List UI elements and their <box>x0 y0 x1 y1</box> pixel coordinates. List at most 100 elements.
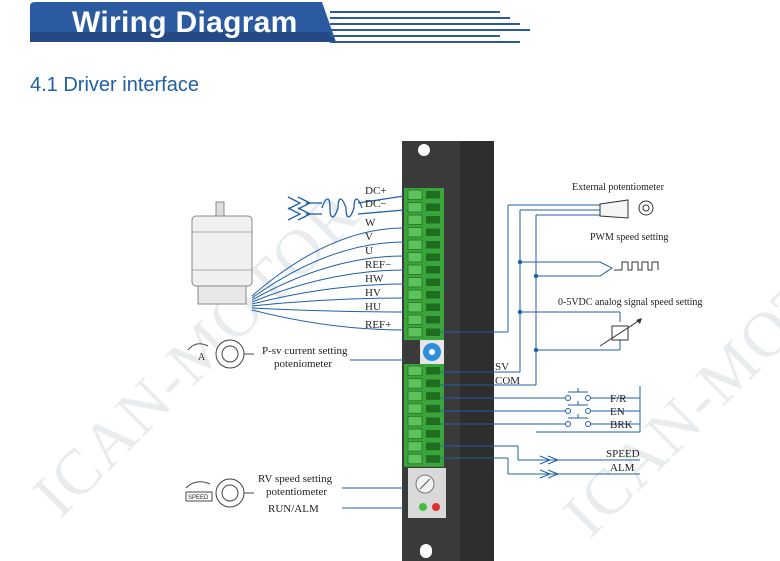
psv-potentiometer <box>420 340 444 364</box>
output-arrows <box>539 455 560 479</box>
terminal-socket <box>426 191 440 199</box>
terminal-screw <box>407 441 423 452</box>
external-potentiometer-icon <box>599 199 654 219</box>
terminal-label: REF+ <box>365 319 391 331</box>
terminal-screw <box>407 302 423 313</box>
en-label: EN <box>610 406 625 418</box>
terminal-socket <box>426 442 440 451</box>
terminal-label: HU <box>365 301 381 313</box>
terminal-socket <box>426 203 440 211</box>
run-led <box>419 503 427 511</box>
terminal-screw <box>407 327 423 338</box>
motor-wire <box>251 283 405 305</box>
terminal-screw <box>407 390 423 402</box>
motor-wire <box>251 297 405 307</box>
motor-wire <box>251 307 405 313</box>
variable-resistor-icon <box>599 318 642 347</box>
run-alm-label: RUN/ALM <box>268 503 319 515</box>
rv-knob-illustration: SPEED <box>185 478 254 508</box>
brk-label: BRK <box>610 419 633 431</box>
terminal-socket <box>426 303 440 311</box>
analog-label: 0-5VDC analog signal speed setting <box>558 297 702 308</box>
rv-label-line2: potentiometer <box>266 486 327 498</box>
terminal-label: V <box>365 231 373 243</box>
motor-illustration <box>191 201 253 305</box>
header-banner: Wiring Diagram <box>30 2 530 44</box>
psv-label-line1: P-sv current setting <box>262 345 348 357</box>
terminal-screw <box>407 189 423 200</box>
sv-label: SV <box>495 361 509 373</box>
banner-graphic <box>30 2 530 43</box>
rv-label-line1: RV speed setting <box>258 473 333 485</box>
terminal-label: W <box>365 217 376 229</box>
driver-body <box>402 141 494 561</box>
terminal-socket <box>426 316 440 324</box>
terminal-screw <box>407 365 423 377</box>
terminal-socket <box>426 404 440 413</box>
right-wiring <box>440 204 641 475</box>
knob-letter: A <box>198 352 206 363</box>
terminal-block-lower <box>404 364 444 467</box>
speed-label: SPEED <box>606 448 640 460</box>
terminal-screw <box>407 428 423 440</box>
rv-potentiometer <box>408 468 446 518</box>
terminal-label: U <box>365 245 373 257</box>
terminal-socket <box>426 253 440 261</box>
alm-led <box>432 503 440 511</box>
terminal-socket <box>426 455 440 463</box>
terminal-screw <box>407 202 423 213</box>
fr-label: F/R <box>610 393 627 405</box>
terminal-socket <box>426 430 440 438</box>
terminal-screw <box>407 378 423 389</box>
terminal-screw <box>407 289 423 300</box>
com-label: COM <box>495 375 520 387</box>
junction-dots <box>517 259 539 353</box>
motor-wire <box>251 255 405 301</box>
terminal-screw <box>407 314 423 325</box>
alm-label: ALM <box>610 462 635 474</box>
terminal-label: REF− <box>365 259 391 271</box>
terminal-screw <box>407 277 423 288</box>
terminal-socket <box>426 228 440 236</box>
external-pot-label: External potentiometer <box>572 182 665 193</box>
terminal-screw <box>407 214 423 225</box>
power-input <box>287 195 405 221</box>
terminal-screw <box>407 264 423 275</box>
terminal-socket <box>426 417 440 425</box>
terminal-screw <box>407 252 423 263</box>
terminal-label: HW <box>365 273 384 285</box>
terminal-socket <box>426 241 440 249</box>
watermark-text-2: ICAN-MOTOR <box>550 197 780 550</box>
terminal-screw <box>407 415 423 427</box>
terminal-socket <box>426 216 440 224</box>
terminal-socket <box>426 379 440 388</box>
terminal-screw <box>407 239 423 250</box>
pwm-waveform <box>614 261 659 271</box>
terminal-label: DC+ <box>365 185 386 197</box>
terminal-screw <box>407 453 423 465</box>
terminal-socket <box>426 278 440 286</box>
terminal-socket <box>426 392 440 400</box>
page-title: Wiring Diagram <box>72 6 298 39</box>
motor-wire <box>251 241 405 299</box>
psv-label-line2: poteniometer <box>274 358 332 370</box>
psv-knob-illustration: A <box>187 339 254 369</box>
motor-wire <box>251 227 405 297</box>
terminal-label: HV <box>365 287 381 299</box>
terminal-socket <box>426 367 440 375</box>
terminal-label: DC− <box>365 198 386 210</box>
terminal-socket <box>426 328 440 336</box>
motor-wire <box>251 269 405 303</box>
terminal-screw <box>407 403 423 414</box>
section-title: 4.1 Driver interface <box>30 74 199 96</box>
terminal-screw <box>407 227 423 238</box>
motor-wires <box>251 227 405 331</box>
speed-badge: SPEED <box>188 495 209 501</box>
terminal-socket <box>426 266 440 274</box>
terminal-socket <box>426 291 440 299</box>
switch-contacts <box>565 388 591 427</box>
pwm-label: PWM speed setting <box>590 232 668 243</box>
motor-wire <box>251 309 405 331</box>
terminal-block-upper <box>404 188 444 340</box>
